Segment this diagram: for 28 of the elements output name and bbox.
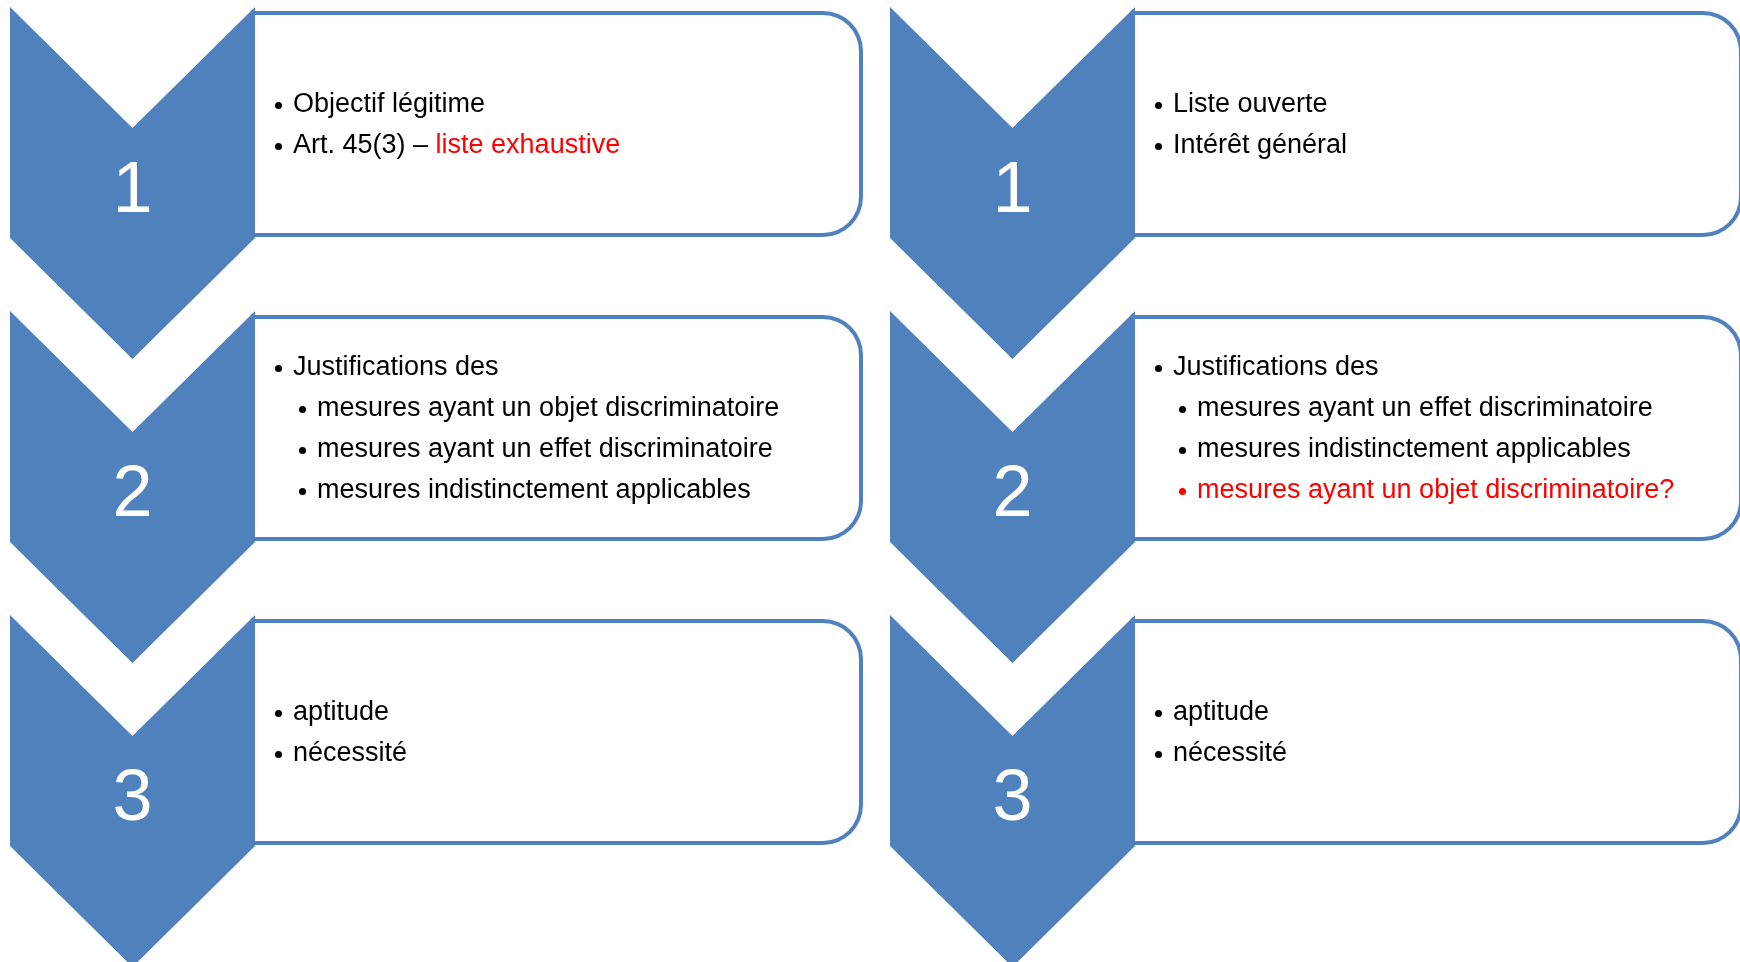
step-number: 2 <box>991 451 1034 531</box>
bullet-item: Art. 45(3) – liste exhaustive <box>293 128 621 161</box>
text-box <box>255 619 863 845</box>
bullet-item: aptitude <box>1173 695 1270 728</box>
bullet-item: mesures ayant un effet discriminatoire <box>317 432 773 465</box>
step-number: 3 <box>111 755 154 835</box>
text-box <box>1135 619 1740 845</box>
bullet-item: Objectif légitime <box>293 87 486 120</box>
bullet-item: mesures ayant un objet discriminatoire <box>317 391 780 424</box>
step-number: 3 <box>991 755 1034 835</box>
bullet-item: Justifications des <box>293 350 499 383</box>
text-box <box>1135 315 1740 541</box>
bullet-item: Liste ouverte <box>1173 87 1328 120</box>
bullet-item: aptitude <box>293 695 390 728</box>
text-box <box>1135 11 1740 237</box>
step-number: 1 <box>111 147 154 227</box>
bullet-item: Justifications des <box>1173 350 1379 383</box>
bullet-item: nécessité <box>293 736 408 769</box>
step-number: 1 <box>991 147 1034 227</box>
bullet-item: nécessité <box>1173 736 1288 769</box>
text-box <box>255 315 863 541</box>
bullet-item: mesures indistinctement applicables <box>1197 432 1631 465</box>
bullet-item: mesures indistinctement applicables <box>317 473 751 506</box>
bullet-item: mesures ayant un effet discriminatoire <box>1197 391 1653 424</box>
text-box <box>255 11 863 237</box>
step-number: 2 <box>111 451 154 531</box>
bullet-item: mesures ayant un objet discriminatoire? <box>1197 473 1675 506</box>
bullet-item: Intérêt général <box>1173 128 1348 161</box>
